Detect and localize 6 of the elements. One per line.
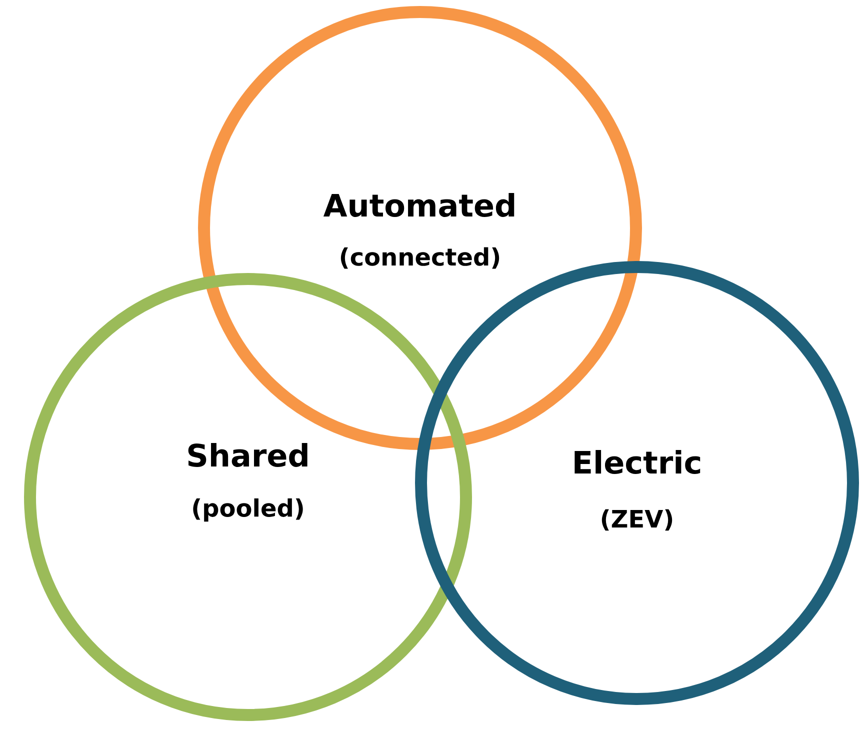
circle-subtitle: (connected): [340, 247, 500, 269]
circle-title: Automated: [323, 193, 514, 217]
circle-subtitle: (ZEV): [602, 509, 672, 531]
circle-title: Electric: [574, 450, 700, 474]
circle-subtitle: (pooled): [193, 498, 303, 522]
circle-title: Shared: [188, 443, 308, 467]
